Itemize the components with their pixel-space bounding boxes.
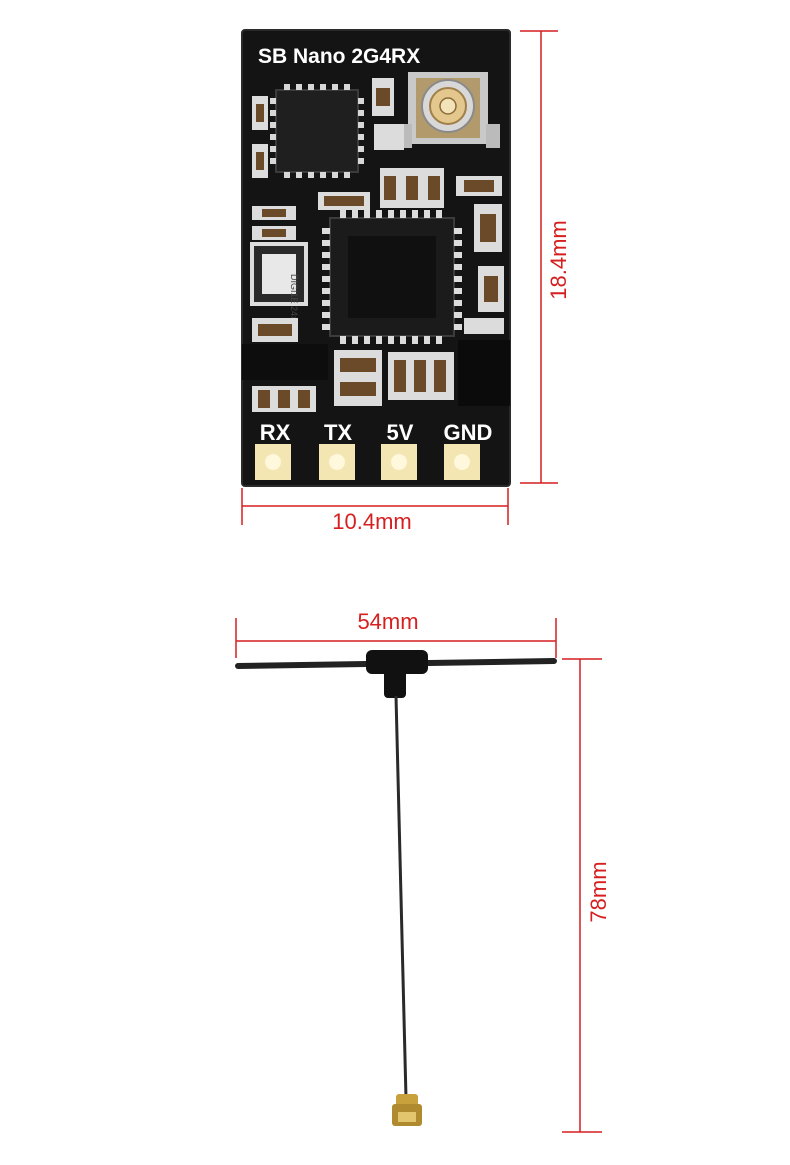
crystal-marking: DIGI1E 24x4G [289, 274, 299, 333]
antenna-width-label: 54mm [357, 609, 418, 634]
board-width-label: 10.4mm [332, 509, 411, 534]
board-width-dimension [241, 488, 509, 525]
receiver-board: SB Nano 2G4RX [241, 29, 511, 487]
antenna-cable [394, 695, 408, 1099]
board-height-dimension [520, 30, 558, 484]
antenna-hub [366, 650, 428, 674]
solder-pads [255, 444, 480, 480]
crystal: DIGI1E 24x4G [250, 242, 308, 333]
passive-components [242, 78, 510, 412]
board-height-label: 18.4mm [546, 220, 571, 299]
antenna [235, 650, 557, 1126]
chip-top [270, 84, 364, 178]
board-title: SB Nano 2G4RX [258, 45, 420, 68]
pin-label-5v: 5V [387, 420, 414, 445]
pin-label-gnd: GND [444, 420, 493, 445]
antenna-height-dimension [562, 658, 602, 1133]
chip-main [322, 210, 462, 344]
pin-label-rx: RX [260, 420, 291, 445]
pin-label-tx: TX [324, 420, 352, 445]
ufl-plug [392, 1094, 422, 1126]
antenna-width-dimension [235, 618, 557, 658]
ufl-connector [398, 72, 500, 148]
pin-labels: RX TX 5V GND [260, 420, 493, 445]
antenna-height-label: 78mm [586, 861, 611, 922]
